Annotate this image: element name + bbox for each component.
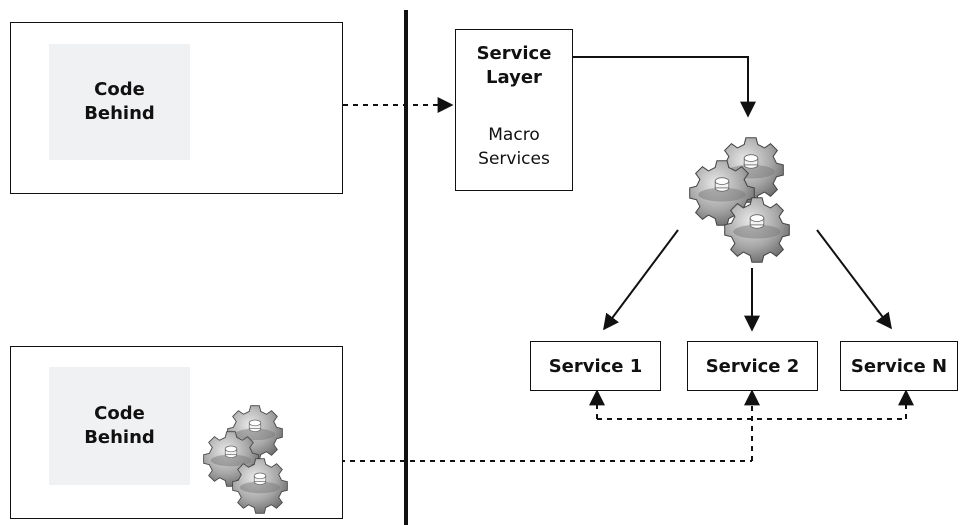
service-layer-subtitle-line-1: Macro [488, 125, 540, 145]
left-top-box: Code Behind [10, 22, 343, 194]
code-behind-top: Code Behind [49, 44, 190, 160]
service-n-label: Service N [850, 355, 948, 377]
service-1-box: Service 1 [530, 341, 661, 391]
left-bottom-box: Code Behind [10, 346, 343, 519]
service-layer-box: Service Layer Macro Services [455, 29, 573, 191]
service-n-box: Service N [840, 341, 958, 391]
code-behind-top-line-2: Behind [84, 103, 155, 124]
service-layer-title-line-1: Service [476, 43, 552, 64]
service-layer-subtitle-line-2: Services [478, 149, 550, 169]
code-behind-bottom: Code Behind [49, 367, 190, 485]
arrow-to-service-1 [603, 229, 679, 331]
arrow-to-service-n [816, 229, 892, 330]
service-layer-title: Service Layer [456, 42, 572, 90]
code-behind-bottom-line-2: Behind [84, 427, 155, 448]
service-layer-title-line-2: Layer [486, 67, 542, 88]
code-behind-top-line-1: Code [94, 79, 145, 100]
service-layer-subtitle: Macro Services [456, 123, 572, 171]
service-layer-to-gears-arrow [573, 56, 756, 118]
service-2-box: Service 2 [687, 341, 818, 391]
service-1-label: Service 1 [548, 355, 643, 377]
code-behind-bottom-line-1: Code [94, 403, 145, 424]
service-2-label: Service 2 [705, 355, 800, 377]
